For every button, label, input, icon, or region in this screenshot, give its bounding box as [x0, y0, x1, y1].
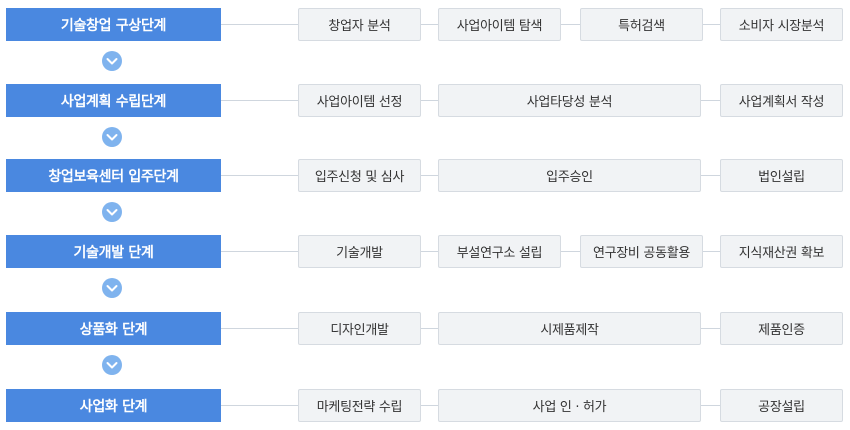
connector-line: [561, 24, 580, 25]
connector-line: [703, 24, 720, 25]
connector-line: [421, 175, 438, 176]
chevron-down-icon: [102, 355, 122, 375]
task-box: 연구장비 공동활용: [580, 235, 703, 268]
chevron-down-icon: [102, 278, 122, 298]
stage-label: 사업계획 수립단계: [6, 84, 221, 117]
connector-line: [421, 24, 438, 25]
connector-line: [421, 328, 438, 329]
connector-line: [701, 100, 720, 101]
task-box: 사업타당성 분석: [438, 84, 701, 117]
stage-label: 사업화 단계: [6, 389, 221, 422]
task-box: 디자인개발: [298, 312, 421, 345]
connector-line: [701, 328, 720, 329]
task-box: 법인설립: [720, 159, 843, 192]
task-box: 마케팅전략 수립: [298, 389, 421, 422]
connector-line: [221, 251, 298, 252]
task-box: 공장설립: [720, 389, 843, 422]
connector-line: [421, 100, 438, 101]
task-box: 사업아이템 선정: [298, 84, 421, 117]
task-box: 부설연구소 설립: [438, 235, 561, 268]
connector-line: [421, 251, 438, 252]
stage-label: 기술창업 구상단계: [6, 8, 221, 41]
task-box: 입주신청 및 심사: [298, 159, 421, 192]
connector-line: [221, 328, 298, 329]
task-box: 시제품제작: [438, 312, 701, 345]
task-box: 창업자 분석: [298, 8, 421, 41]
stage-label: 기술개발 단계: [6, 235, 221, 268]
task-box: 지식재산권 확보: [720, 235, 843, 268]
task-box: 사업 인 · 허가: [438, 389, 701, 422]
chevron-down-icon: [102, 51, 122, 71]
task-box: 입주승인: [438, 159, 701, 192]
connector-line: [221, 24, 298, 25]
task-box: 제품인증: [720, 312, 843, 345]
stage-label: 창업보육센터 입주단계: [6, 159, 221, 192]
chevron-down-icon: [102, 127, 122, 147]
connector-line: [221, 405, 298, 406]
chevron-down-icon: [102, 202, 122, 222]
connector-line: [561, 251, 580, 252]
task-box: 소비자 시장분석: [720, 8, 843, 41]
task-box: 기술개발: [298, 235, 421, 268]
connector-line: [421, 405, 438, 406]
stage-label: 상품화 단계: [6, 312, 221, 345]
connector-line: [701, 175, 720, 176]
task-box: 사업아이템 탐색: [438, 8, 561, 41]
connector-line: [221, 175, 298, 176]
connector-line: [221, 100, 298, 101]
connector-line: [703, 251, 720, 252]
task-box: 특허검색: [580, 8, 703, 41]
task-box: 사업계획서 작성: [720, 84, 843, 117]
connector-line: [701, 405, 720, 406]
